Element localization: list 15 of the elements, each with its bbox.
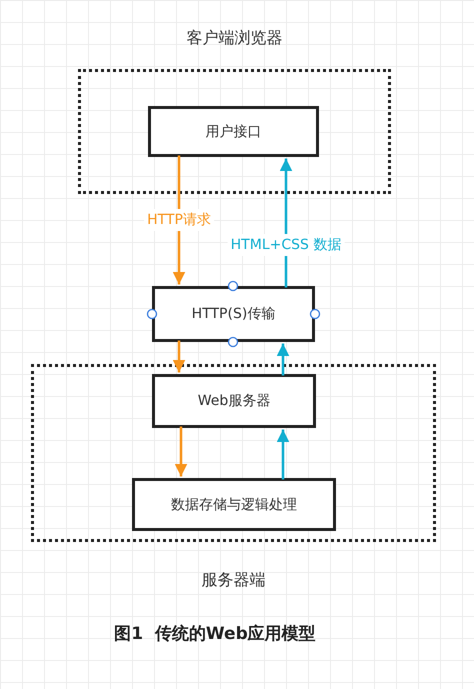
group-heading: 服务器端: [200, 570, 266, 591]
arrow: [174, 426, 188, 476]
edge-label: HTTP请求: [144, 209, 214, 231]
arrow: [172, 340, 186, 372]
arrow: [172, 156, 186, 284]
edge-label: HTML+CSS 数据: [228, 234, 344, 256]
process-box: 数据存储与逻辑处理: [132, 478, 336, 531]
process-box: HTTP(S)传输: [152, 286, 315, 342]
process-box: Web服务器: [152, 374, 316, 428]
arrow: [280, 158, 292, 288]
group-heading: 客户端浏览器: [186, 28, 284, 49]
arrow: [276, 344, 290, 376]
figure-caption: 图1 传统的Web应用模型: [113, 623, 317, 645]
process-box: 用户接口: [148, 106, 319, 157]
arrow: [276, 430, 290, 480]
